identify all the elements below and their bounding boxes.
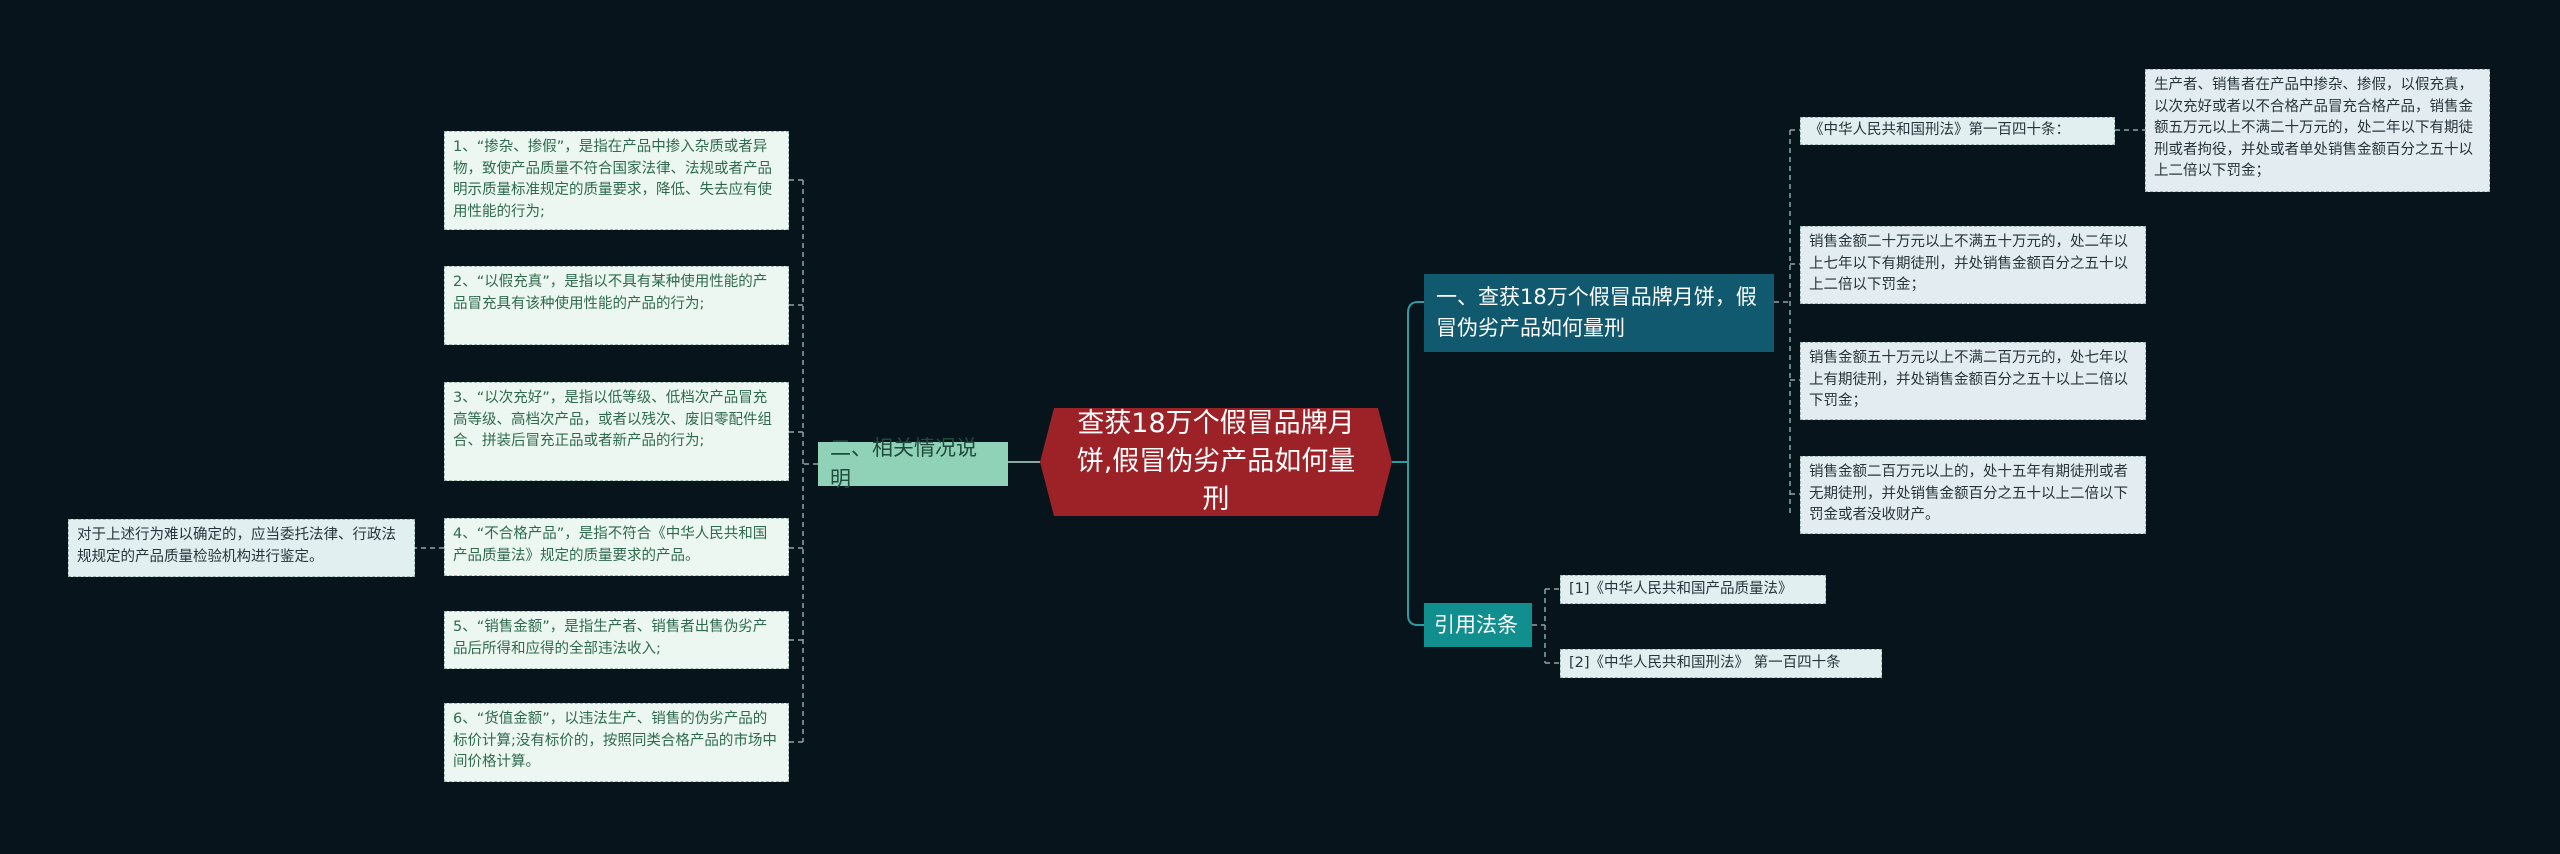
law-detail-leaf[interactable]: 生产者、销售者在产品中掺杂、掺假，以假充真，以次充好或者以不合格产品冒充合格产品…	[2145, 69, 2490, 192]
explain-item-leaf[interactable]: 5、“销售金额”，是指生产者、销售者出售伪劣产品后所得和应得的全部违法收入;	[444, 611, 789, 669]
branch-explain[interactable]: 二、相关情况说明	[818, 436, 1008, 491]
law-ref-text: 《中华人民共和国刑法》第一百四十条：	[1809, 122, 2070, 138]
explain-item-text: 1、“掺杂、掺假”，是指在产品中掺入杂质或者异物，致使产品质量不符合国家法律、法…	[453, 139, 772, 220]
branch-cite[interactable]: 引用法条	[1424, 603, 1532, 647]
link-explain-items	[789, 179, 818, 743]
explain-item-text: 4、“不合格产品”，是指不符合《中华人民共和国产品质量法》规定的质量要求的产品。	[453, 526, 768, 564]
explain-item-leaf[interactable]: 3、“以次充好”，是指以低等级、低档次产品冒充高等级、高档次产品，或者以残次、废…	[444, 382, 789, 481]
link-right-trunk	[1407, 301, 1424, 626]
link-cite-items	[1532, 588, 1560, 664]
cite-text: [1]《中华人民共和国产品质量法》	[1569, 581, 1793, 597]
branch-penalty[interactable]: 一、查获18万个假冒品牌月饼，假冒伪劣产品如何量刑	[1424, 274, 1774, 352]
penalty-tier-text: 销售金额二十万元以上不满五十万元的，处二年以上七年以下有期徒刑，并处销售金额百分…	[1809, 234, 2128, 293]
explain-item-leaf[interactable]: 1、“掺杂、掺假”，是指在产品中掺入杂质或者异物，致使产品质量不符合国家法律、法…	[444, 131, 789, 230]
penalty-tier-text: 销售金额二百万元以上的，处十五年有期徒刑或者无期徒刑，并处销售金额百分之五十以上…	[1809, 464, 2128, 523]
branch-penalty-label: 一、查获18万个假冒品牌月饼，假冒伪劣产品如何量刑	[1436, 285, 1757, 340]
explain-item-text: 5、“销售金额”，是指生产者、销售者出售伪劣产品后所得和应得的全部违法收入;	[453, 619, 768, 657]
explain-note-leaf[interactable]: 对于上述行为难以确定的，应当委托法律、行政法规规定的产品质量检验机构进行鉴定。	[68, 519, 415, 577]
penalty-tier-text: 销售金额五十万元以上不满二百万元的，处七年以上有期徒刑，并处销售金额百分之五十以…	[1809, 350, 2128, 409]
law-detail-text: 生产者、销售者在产品中掺杂、掺假，以假充真，以次充好或者以不合格产品冒充合格产品…	[2154, 77, 2473, 179]
branch-cite-label: 引用法条	[1434, 612, 1518, 637]
explain-item-text: 2、“以假充真”，是指以不具有某种使用性能的产品冒充具有该种使用性能的产品的行为…	[453, 274, 768, 312]
explain-item-text: 6、“货值金额”，以违法生产、销售的伪劣产品的标价计算;没有标价的，按照同类合格…	[453, 711, 777, 770]
cite-leaf[interactable]: [2]《中华人民共和国刑法》 第一百四十条	[1560, 649, 1882, 678]
explain-item-leaf[interactable]: 2、“以假充真”，是指以不具有某种使用性能的产品冒充具有该种使用性能的产品的行为…	[444, 266, 789, 345]
explain-note-text: 对于上述行为难以确定的，应当委托法律、行政法规规定的产品质量检验机构进行鉴定。	[77, 527, 396, 565]
penalty-tier-leaf[interactable]: 销售金额二百万元以上的，处十五年有期徒刑或者无期徒刑，并处销售金额百分之五十以上…	[1800, 456, 2146, 534]
cite-text: [2]《中华人民共和国刑法》 第一百四十条	[1569, 655, 1841, 671]
root-topic[interactable]: 查获18万个假冒品牌月饼,假冒伪劣产品如何量刑	[1040, 408, 1392, 516]
law-ref-leaf[interactable]: 《中华人民共和国刑法》第一百四十条：	[1800, 117, 2115, 145]
penalty-tier-leaf[interactable]: 销售金额二十万元以上不满五十万元的，处二年以上七年以下有期徒刑，并处销售金额百分…	[1800, 226, 2146, 304]
root-title: 查获18万个假冒品牌月饼,假冒伪劣产品如何量刑	[1076, 408, 1356, 515]
cite-leaf[interactable]: [1]《中华人民共和国产品质量法》	[1560, 575, 1826, 604]
explain-item-text: 3、“以次充好”，是指以低等级、低档次产品冒充高等级、高档次产品，或者以残次、废…	[453, 390, 772, 449]
explain-item-leaf[interactable]: 4、“不合格产品”，是指不符合《中华人民共和国产品质量法》规定的质量要求的产品。	[444, 518, 789, 576]
penalty-tier-leaf[interactable]: 销售金额五十万元以上不满二百万元的，处七年以上有期徒刑，并处销售金额百分之五十以…	[1800, 342, 2146, 420]
branch-explain-label: 二、相关情况说明	[830, 436, 977, 491]
explain-item-leaf[interactable]: 6、“货值金额”，以违法生产、销售的伪劣产品的标价计算;没有标价的，按照同类合格…	[444, 703, 789, 782]
link-penalty-leaves	[1774, 129, 1800, 517]
